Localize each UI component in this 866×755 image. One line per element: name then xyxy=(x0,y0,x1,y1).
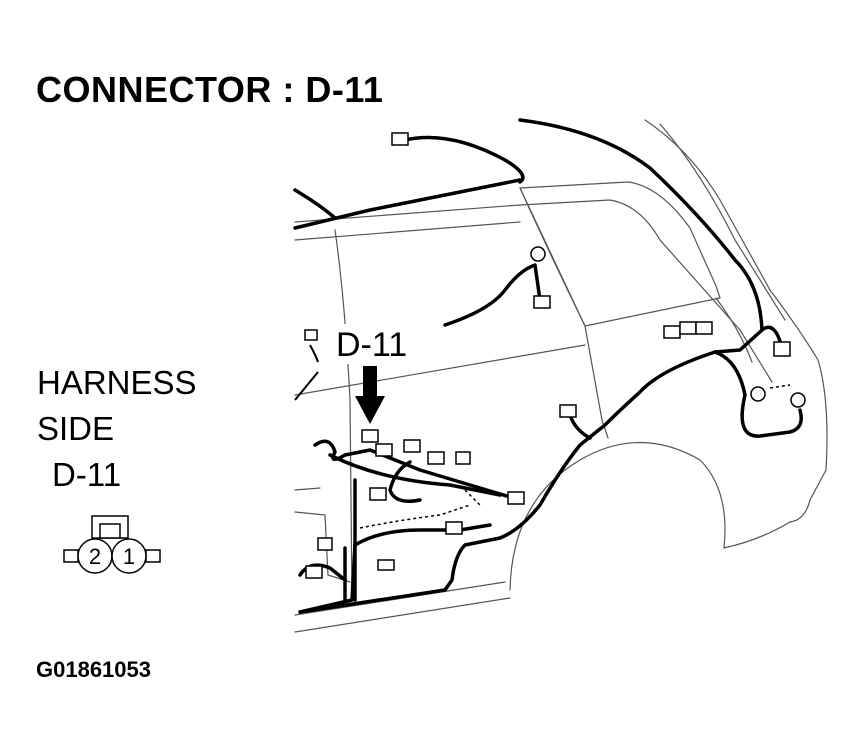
lamp-connector-a xyxy=(663,325,681,339)
connector-lock-tab-inner xyxy=(99,523,121,539)
ground-terminals xyxy=(530,246,806,408)
connector-ear-left xyxy=(63,549,79,563)
lamp-connector-b xyxy=(679,321,697,335)
ground-terminal-rear-b xyxy=(790,392,806,408)
mid-connector-b xyxy=(403,439,421,453)
harness-connectors xyxy=(304,132,791,579)
low-connector-b xyxy=(317,537,333,551)
page-title: CONNECTOR : D-11 xyxy=(36,69,384,110)
mid-connector-d xyxy=(455,451,471,465)
mid-connector-f xyxy=(507,491,525,505)
callout-leader xyxy=(294,344,319,401)
connector-pin-1 xyxy=(111,538,147,574)
connector-pin-2-label: 2 xyxy=(89,544,101,569)
connector-face-symbol: 2 1 xyxy=(63,515,161,574)
low-connector-d xyxy=(377,559,395,571)
lamp-connector-c xyxy=(695,321,713,335)
connector-pin-1-label: 1 xyxy=(123,544,135,569)
mid-connector-c xyxy=(427,451,445,465)
connector-ear-right xyxy=(145,549,161,563)
low-connector-c xyxy=(305,565,323,579)
mid-connector-a xyxy=(375,443,393,457)
roof-connector xyxy=(391,132,409,146)
ground-terminal-rear-a xyxy=(750,386,766,402)
d11-connector xyxy=(361,429,379,443)
low-connector-a xyxy=(445,521,463,535)
ground-terminal-pillar xyxy=(530,246,546,262)
pillar-connector xyxy=(533,295,551,309)
figure-id: G01861053 xyxy=(36,657,151,682)
mid-connector-e xyxy=(369,487,387,501)
d11-pointer-arrow xyxy=(355,366,385,424)
arch-connector xyxy=(559,404,577,418)
tail-connector xyxy=(773,341,791,357)
callout-connector xyxy=(304,329,318,341)
connector-callout-label: D-11 xyxy=(332,328,412,362)
harness-side-label-line2: SIDE xyxy=(37,410,115,447)
harness-side-label-line1: HARNESS xyxy=(37,364,197,401)
harness-sub-branch xyxy=(359,384,791,529)
connector-code-label: D-11 xyxy=(52,456,122,493)
